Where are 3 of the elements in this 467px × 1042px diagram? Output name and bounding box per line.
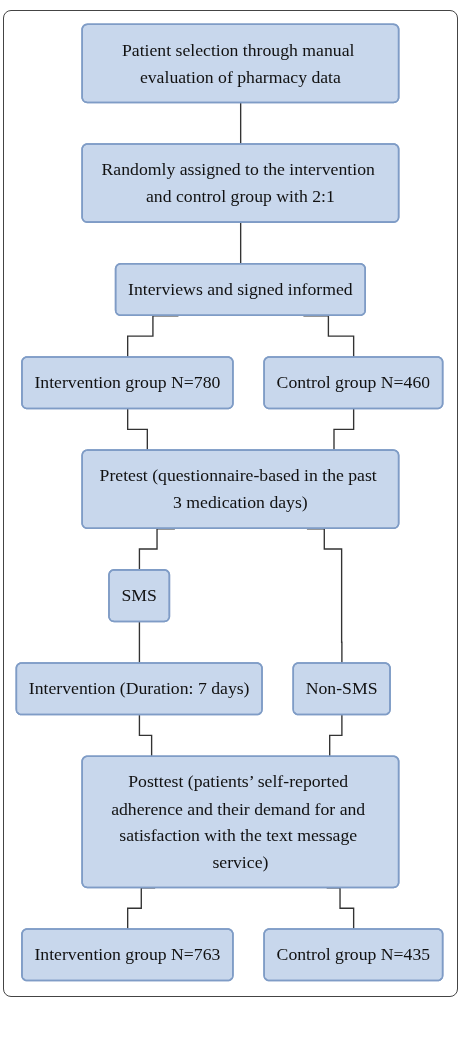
connector — [240, 222, 242, 265]
connector — [138, 621, 141, 665]
connector — [240, 102, 242, 146]
